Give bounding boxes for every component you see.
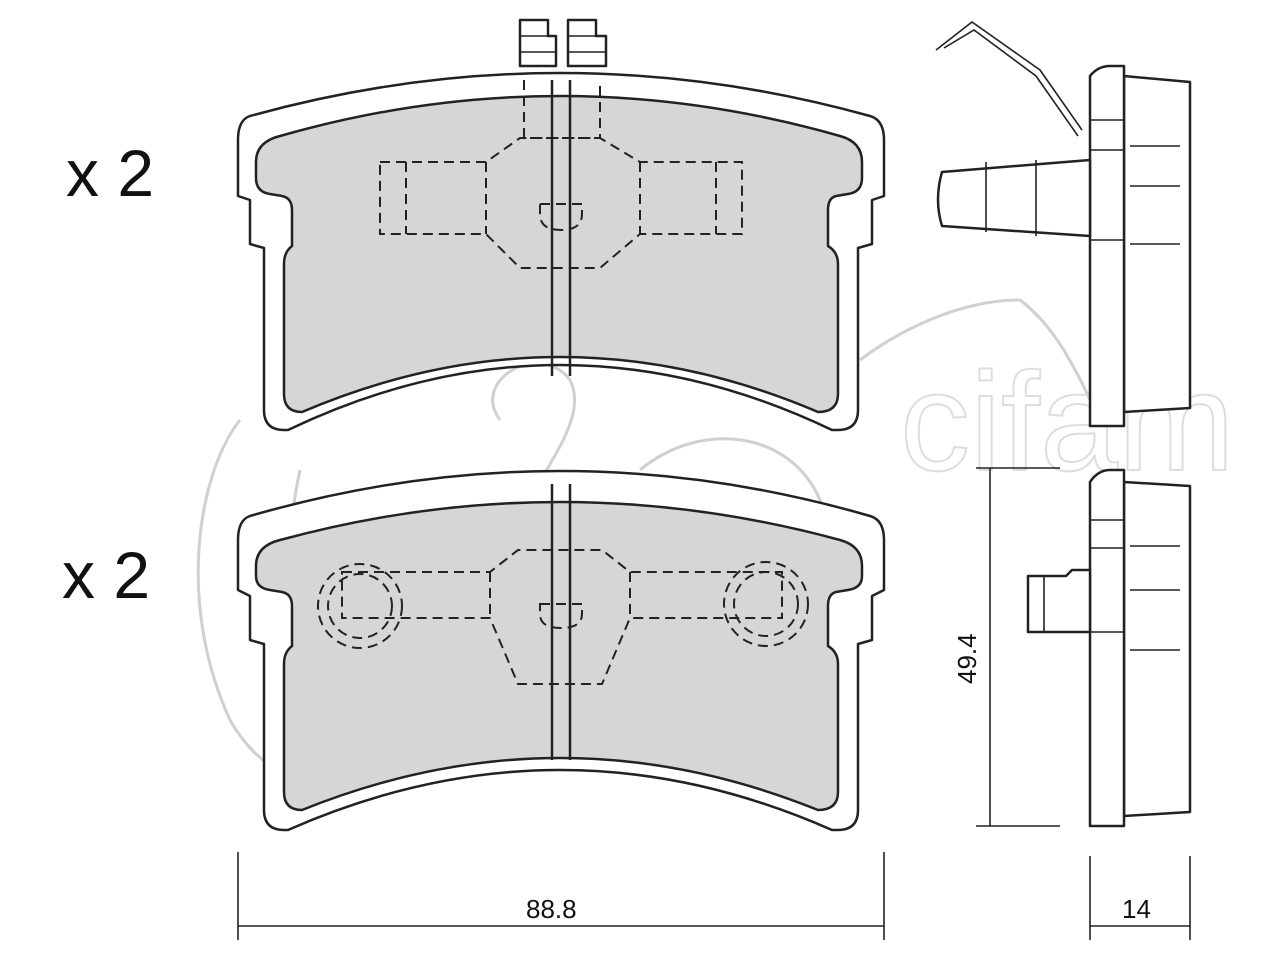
bottom-pad-side-view: [1026, 468, 1192, 828]
top-pad-side-view: [935, 21, 1192, 428]
bottom-friction-material: [254, 500, 864, 812]
dimension-width: 88.8: [237, 852, 885, 940]
dimension-thickness: 14: [1089, 856, 1191, 940]
top-pad-front-view: [236, 18, 886, 432]
wear-sensor-clip: [518, 18, 608, 68]
dimension-width-label: 88.8: [526, 894, 577, 924]
dimension-thickness-label: 14: [1122, 894, 1151, 924]
quantity-label-top: x 2: [66, 136, 154, 210]
bottom-pad-front-view: [236, 469, 886, 832]
dimension-height-label: 49.4: [952, 633, 982, 684]
top-friction-material: [254, 94, 864, 414]
quantity-label-bottom: x 2: [62, 538, 150, 612]
dimension-height: 49.4: [952, 467, 1060, 827]
